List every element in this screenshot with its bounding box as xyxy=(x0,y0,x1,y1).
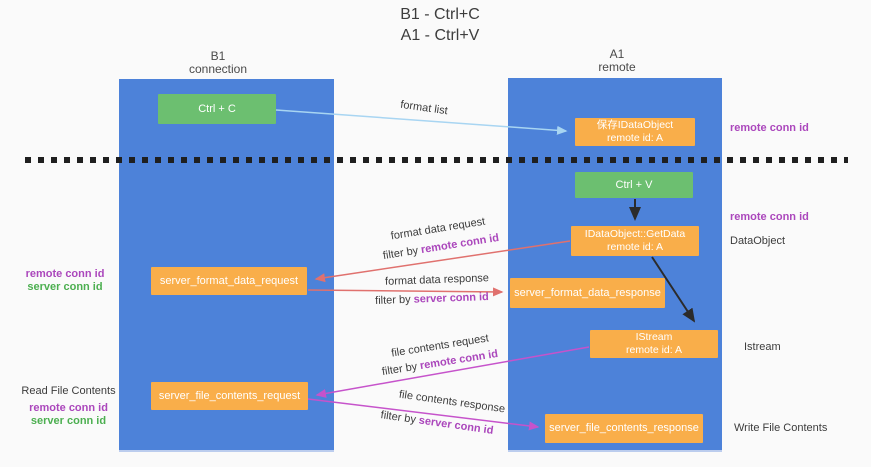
node-server-file-contents-request: server_file_contents_request xyxy=(151,382,308,410)
node-server-file-contents-request-label: server_file_contents_request xyxy=(158,389,301,402)
node-ctrl-c-label: Ctrl + C xyxy=(198,102,236,115)
node-idataobject-getdata-line2: remote id: A xyxy=(606,241,664,253)
annotation-remote-conn-id-mid: remote conn id xyxy=(730,211,809,223)
annotation-read-file-contents: Read File Contents xyxy=(21,385,116,397)
label-server-conn-id-text: server conn id xyxy=(413,291,490,306)
annotation-group-file-ids: Read File Contents remote conn id server… xyxy=(16,385,121,428)
title-line-2: A1 - Ctrl+V xyxy=(400,27,480,44)
lifeline-header-b1-role: connection xyxy=(188,62,248,76)
node-istream-line1: IStream xyxy=(635,331,673,343)
dashed-separator xyxy=(25,157,848,163)
label-filter-by-text: filter by xyxy=(381,360,419,379)
label-server-conn-id-text: server conn id xyxy=(417,414,495,437)
label-filter-by-server-conn-id-file: filter byserver conn id xyxy=(380,409,494,437)
annotation-server-conn-id-left-file: server conn id xyxy=(30,415,107,427)
node-server-format-data-response-label: server_format_data_response xyxy=(514,286,661,299)
node-ctrl-v-label: Ctrl + V xyxy=(615,178,653,191)
lifeline-header-b1: B1 connection xyxy=(158,50,278,76)
lifeline-header-b1-name: B1 xyxy=(210,49,226,63)
diagram-title: B1 - Ctrl+C A1 - Ctrl+V xyxy=(300,4,580,46)
node-server-format-data-request-label: server_format_data_request xyxy=(159,274,299,287)
annotation-server-conn-id-left: server conn id xyxy=(27,281,103,293)
node-server-format-data-request: server_format_data_request xyxy=(151,267,307,295)
label-filter-by-text: filter by xyxy=(382,244,420,263)
annotation-dataobject: DataObject xyxy=(730,235,786,247)
label-filter-by-text: filter by xyxy=(374,293,411,307)
node-idataobject-getdata: IDataObject::GetData remote id: A xyxy=(571,226,699,256)
annotation-group-format-ids: remote conn id server conn id xyxy=(20,268,110,294)
node-save-idataobject-line2: remote id: A xyxy=(606,132,664,144)
label-format-list: format list xyxy=(399,98,449,118)
lifeline-header-a1-role: remote xyxy=(598,60,636,74)
label-format-data-response: format data response xyxy=(384,272,490,288)
node-save-idataobject-line1: 保存IDataObject xyxy=(596,119,674,131)
node-istream: IStream remote id: A xyxy=(590,330,718,358)
node-ctrl-v: Ctrl + V xyxy=(575,172,693,198)
title-line-1: B1 - Ctrl+C xyxy=(400,6,480,23)
node-ctrl-c: Ctrl + C xyxy=(158,94,276,124)
label-file-contents-response: file contents response xyxy=(398,388,506,416)
node-save-idataobject: 保存IDataObject remote id: A xyxy=(575,118,695,146)
node-istream-line2: remote id: A xyxy=(625,344,683,356)
node-server-format-data-response: server_format_data_response xyxy=(510,278,665,308)
node-idataobject-getdata-line1: IDataObject::GetData xyxy=(584,228,686,240)
lifeline-header-a1: A1 remote xyxy=(557,48,677,74)
annotation-remote-conn-id-left-file: remote conn id xyxy=(29,402,108,414)
lifeline-header-a1-name: A1 xyxy=(609,47,625,61)
annotation-remote-conn-id-top: remote conn id xyxy=(730,122,809,134)
annotation-istream: Istream xyxy=(744,341,781,353)
node-server-file-contents-response-label: server_file_contents_response xyxy=(549,422,699,434)
annotation-remote-conn-id-left: remote conn id xyxy=(25,268,105,280)
label-filter-by-text: filter by xyxy=(379,409,417,426)
annotation-write-file-contents: Write File Contents xyxy=(734,422,828,434)
node-server-file-contents-response: server_file_contents_response xyxy=(545,414,703,443)
